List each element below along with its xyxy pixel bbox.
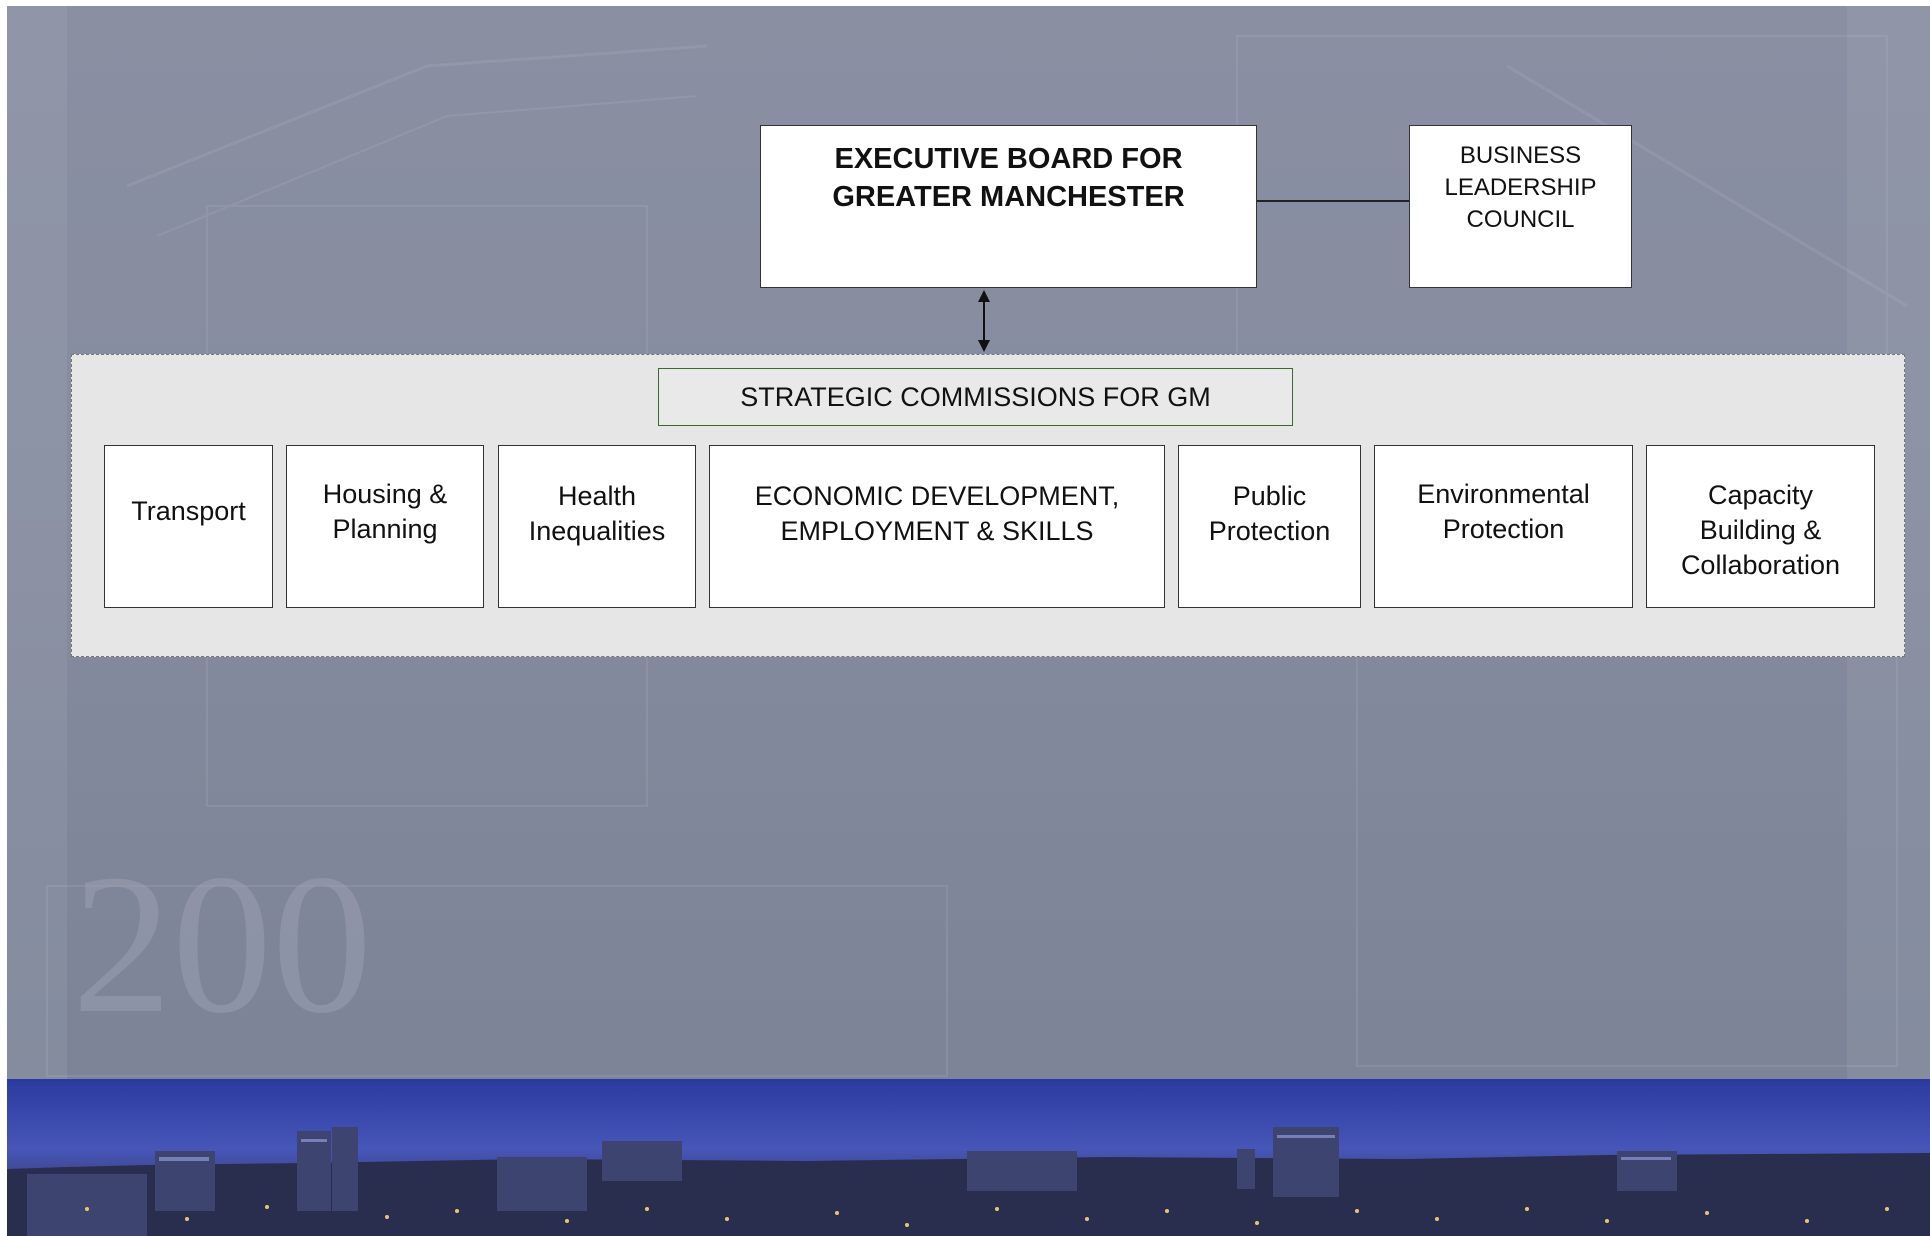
council-line1: BUSINESS <box>1459 142 1582 169</box>
strategic-commissions-title: STRATEGIC COMMISSIONS FOR GM <box>658 368 1293 426</box>
commission-line: Environmental <box>1417 478 1590 509</box>
commission-line: Capacity <box>1707 480 1814 510</box>
city-skyline-image <box>7 1079 1930 1236</box>
business-leadership-council-box: BUSINESS LEADERSHIP COUNCIL <box>1409 125 1632 288</box>
commission-public-protection: Public Protection <box>1178 445 1361 608</box>
commission-housing-planning: Housing & Planning <box>286 445 484 608</box>
slide-background: 200 EXECUTIVE BOARD FOR GREATER MANCHEST… <box>7 6 1930 1236</box>
council-line3: COUNCIL <box>1466 206 1575 233</box>
commission-capacity-building: Capacity Building & Collaboration <box>1646 445 1875 608</box>
council-line2: LEADERSHIP <box>1444 174 1597 201</box>
commission-line: Housing & <box>322 478 448 509</box>
commission-line: Inequalities <box>528 515 666 546</box>
commission-line: Building & <box>1699 515 1822 545</box>
commission-line: Health <box>557 480 637 511</box>
commission-line: EMPLOYMENT & SKILLS <box>780 515 1094 546</box>
commission-line: ECONOMIC DEVELOPMENT, <box>754 480 1120 511</box>
commission-economic-development: ECONOMIC DEVELOPMENT, EMPLOYMENT & SKILL… <box>709 445 1165 608</box>
executive-board-line2: GREATER MANCHESTER <box>832 181 1185 213</box>
commission-line: Protection <box>1208 515 1331 546</box>
executive-board-box: EXECUTIVE BOARD FOR GREATER MANCHESTER <box>760 125 1257 288</box>
commission-environmental-protection: Environmental Protection <box>1374 445 1633 608</box>
commission-transport: Transport <box>104 445 273 608</box>
board-council-connector <box>1257 200 1409 202</box>
commission-line: Collaboration <box>1680 550 1841 580</box>
commission-line: Protection <box>1442 513 1565 544</box>
commission-line: Transport <box>131 496 246 526</box>
executive-board-line1: EXECUTIVE BOARD FOR <box>834 143 1183 175</box>
commission-health-inequalities: Health Inequalities <box>498 445 696 608</box>
double-arrow-icon <box>978 290 990 352</box>
commission-line: Public <box>1232 480 1307 511</box>
commission-line: Planning <box>332 513 438 544</box>
watermark-text: 200 <box>72 834 372 1055</box>
